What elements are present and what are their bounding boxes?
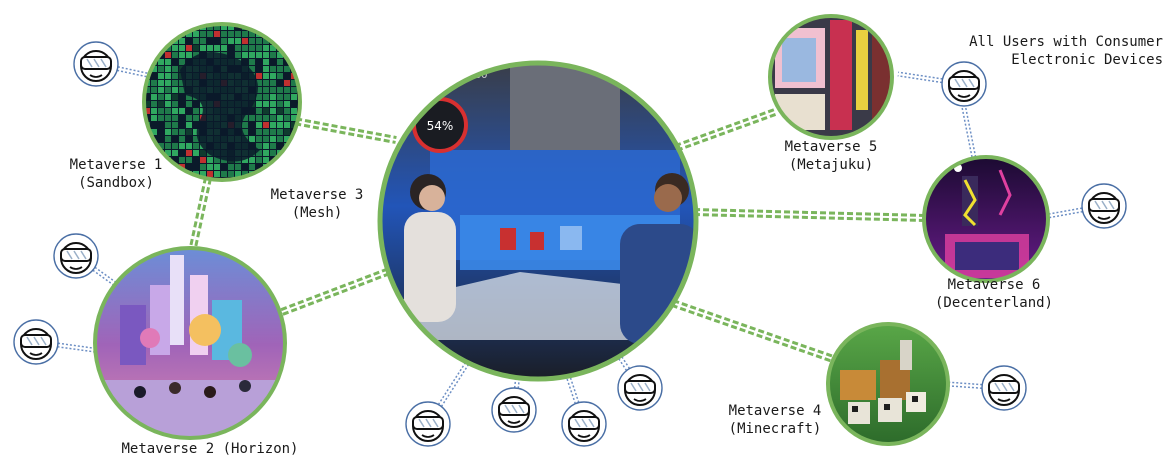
world-link (693, 212, 926, 222)
world-link (694, 208, 927, 218)
vr-headset-user-icon (491, 387, 537, 433)
world-link (674, 108, 775, 148)
user-link (965, 107, 977, 159)
vr-headset-user-icon (13, 319, 59, 365)
metaverse-6-platform: (Decenterland) (934, 295, 1053, 311)
metaverse-4-world[interactable] (826, 322, 950, 446)
metaverse-2-label: Metaverse 2 (Horizon) (100, 440, 320, 458)
vr-headset-user-icon (1081, 183, 1127, 229)
user-link (1048, 210, 1083, 219)
metaverse-6-name: Metaverse 6 (947, 277, 1041, 293)
metaverse-4-platform: (Minecraft) (728, 421, 822, 437)
user-link (898, 71, 943, 80)
user-link (117, 66, 153, 75)
user-link (437, 360, 468, 405)
user-link (57, 346, 94, 353)
vr-headset-user-icon (941, 61, 987, 107)
user-link (948, 381, 983, 386)
world-links (188, 108, 927, 364)
metaverse-5-label: Metaverse 5 (Metajuku) (776, 138, 886, 174)
user-link (116, 69, 152, 79)
metaverse-3-name: Metaverse 3 (270, 187, 364, 203)
metaverse-5-world[interactable] (768, 14, 894, 140)
metaverse-2-world[interactable] (90, 245, 290, 450)
world-link (282, 270, 394, 316)
metaverse-2-name: Metaverse 2 (Horizon) (121, 441, 299, 457)
all-users-note-line2: Electronic Devices (1011, 52, 1163, 68)
user-link (1047, 207, 1083, 215)
world-link (192, 178, 212, 253)
metaverse-3-platform: (Mesh) (291, 205, 343, 221)
metaverse-5-name: Metaverse 5 (784, 139, 878, 155)
decenterland-scene-image (924, 157, 1048, 281)
gauge-value: 54% (427, 119, 454, 133)
user-link (947, 385, 982, 389)
metaverse-6-label: Metaverse 6 (Decenterland) (924, 276, 1064, 312)
user-link (897, 75, 943, 84)
metaverse-4-name: Metaverse 4 (728, 403, 822, 419)
horizon-scene-image (95, 248, 285, 438)
metaverse-3-world[interactable]: 54% 100 (377, 60, 700, 385)
all-users-note: All Users with Consumer Electronic Devic… (958, 33, 1163, 69)
metaverse-5-platform: (Metajuku) (788, 157, 874, 173)
vr-headset-user-icon (53, 233, 99, 279)
world-link (662, 300, 836, 364)
vr-headset-user-icon (617, 365, 663, 411)
user-link (440, 362, 471, 407)
vr-headset-user-icon (405, 401, 451, 447)
vr-headset-user-icon (981, 365, 1027, 411)
all-users-note-line1: All Users with Consumer (969, 34, 1163, 50)
metaverse-6-world[interactable] (922, 155, 1052, 285)
metaverse-1-platform: (Sandbox) (78, 175, 154, 191)
world-link (664, 296, 838, 360)
vr-users (13, 41, 1127, 447)
vr-headset-user-icon (73, 41, 119, 87)
world-link (676, 112, 777, 152)
user-link (961, 107, 973, 159)
world-link (188, 177, 208, 252)
metaverse-1-label: Metaverse 1 (Sandbox) (56, 156, 176, 192)
minecraft-scene-image (828, 324, 948, 444)
vr-headset-user-icon (561, 401, 607, 447)
metaverse-3-label: Metaverse 3 (Mesh) (262, 186, 372, 222)
mesh-scene-image: 54% 100 (380, 63, 696, 379)
metaverse-4-label: Metaverse 4 (Minecraft) (720, 402, 830, 438)
metaverse-1-name: Metaverse 1 (69, 157, 163, 173)
metajuku-scene-image (770, 16, 892, 138)
world-link (280, 266, 392, 312)
